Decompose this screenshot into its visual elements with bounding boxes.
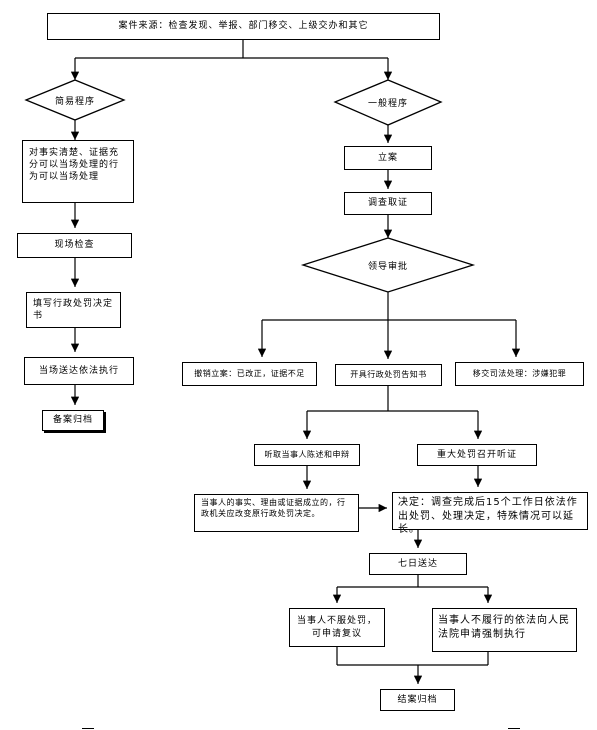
node-onsite-check-label: 现场检查 (54, 240, 95, 251)
node-simple-condition: 对事实清楚、证据充分可以当场处理的行为可以当场处理 (22, 140, 134, 203)
node-onsite-deliver-label: 当场送达依法执行 (38, 365, 119, 376)
node-hear-statement-label: 听取当事人陈述和申辩 (264, 449, 350, 459)
node-transfer: 移交司法处理：涉嫌犯罪 (455, 362, 584, 386)
node-decision: 决定：调查完成后15个工作日依法作出处罚、处理决定，特殊情况可以延长。 (392, 492, 588, 535)
node-transfer-label: 移交司法处理：涉嫌犯罪 (472, 368, 567, 378)
node-major-hearing-label: 重大处罚召开听证 (436, 449, 517, 460)
node-notice-label: 开具行政处罚告知书 (350, 369, 427, 379)
node-deliver-7days: 七日送达 (369, 553, 467, 575)
node-leader-approval: 领导审批 (345, 257, 431, 273)
node-fill-decision: 填写行政处罚决定书 (26, 292, 121, 328)
node-investigate: 调查取证 (344, 192, 432, 215)
node-decision-label: 决定：调查完成后15个工作日依法作出处罚、处理决定，特殊情况可以延长。 (398, 497, 578, 535)
node-source-label: 案件来源：检查发现、举报、部门移交、上级交办和其它 (118, 21, 369, 32)
node-archive: 备案归档 (42, 410, 104, 431)
node-major-hearing: 重大处罚召开听证 (417, 444, 537, 466)
node-hear-statement: 听取当事人陈述和申辩 (254, 444, 360, 466)
node-register: 立案 (344, 146, 432, 170)
node-register-label: 立案 (377, 152, 398, 163)
page-corner-mark-right (508, 728, 520, 729)
page-corner-mark-left (82, 728, 94, 729)
node-simple-label: 简易程序 (54, 96, 95, 107)
node-fill-decision-label: 填写行政处罚决定书 (33, 299, 114, 322)
node-revoke: 撤销立案：已改正，证据不足 (182, 362, 317, 386)
node-reconsider-label: 当事人不服处罚，可申请复议 (296, 616, 377, 639)
node-change-decision-label: 当事人的事实、理由或证据成立的，行政机关应改变原行政处罚决定。 (201, 498, 346, 518)
node-notice: 开具行政处罚告知书 (335, 364, 442, 386)
node-leader-approval-label: 领导审批 (367, 261, 408, 272)
diamond-general (333, 79, 443, 126)
node-archive-label: 备案归档 (52, 415, 93, 426)
node-source: 案件来源：检查发现、举报、部门移交、上级交办和其它 (47, 13, 440, 40)
node-onsite-deliver: 当场送达依法执行 (24, 357, 134, 385)
node-simple-condition-label: 对事实清楚、证据充分可以当场处理的行为可以当场处理 (29, 148, 120, 183)
node-general: 一般程序 (350, 94, 426, 110)
node-revoke-label: 撤销立案：已改正，证据不足 (194, 368, 305, 378)
node-change-decision: 当事人的事实、理由或证据成立的，行政机关应改变原行政处罚决定。 (194, 494, 359, 532)
diamond-simple (24, 79, 126, 121)
node-investigate-label: 调查取证 (367, 198, 408, 209)
node-onsite-check: 现场检查 (17, 233, 132, 258)
node-enforce-label: 当事人不履行的依法向人民法院申请强制执行 (438, 615, 570, 640)
node-general-label: 一般程序 (367, 98, 408, 109)
node-close-archive-label: 结案归档 (397, 694, 438, 705)
node-enforce: 当事人不履行的依法向人民法院申请强制执行 (432, 608, 577, 652)
node-close-archive: 结案归档 (380, 689, 455, 711)
node-deliver-7days-label: 七日送达 (397, 558, 438, 569)
diamond-leader-approval (300, 237, 476, 293)
node-simple: 简易程序 (40, 92, 110, 108)
node-reconsider: 当事人不服处罚，可申请复议 (289, 608, 385, 647)
